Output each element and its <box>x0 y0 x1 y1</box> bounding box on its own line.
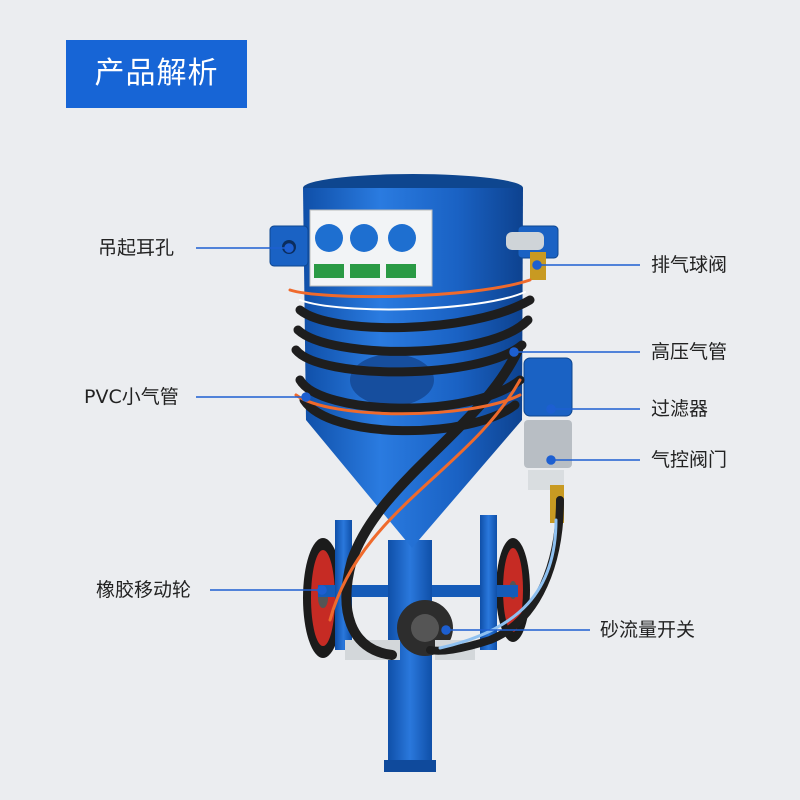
callout-pvc-air-tube: PVC小气管 <box>84 386 179 408</box>
callout-sand-flow-switch: 砂流量开关 <box>600 619 696 641</box>
callout-exhaust-ball-valve: 排气球阀 <box>651 254 728 276</box>
callout-rubber-wheel: 橡胶移动轮 <box>96 579 192 601</box>
callout-pneumatic-valve: 气控阀门 <box>651 449 728 471</box>
callout-high-pressure-hose: 高压气管 <box>651 341 728 363</box>
page-title: 产品解析 <box>66 40 247 108</box>
callout-lifting-ear-hole: 吊起耳孔 <box>98 237 175 259</box>
callout-filter: 过滤器 <box>651 398 709 420</box>
leader-lines <box>196 243 640 635</box>
hoses <box>288 278 564 660</box>
filter-unit <box>523 357 573 523</box>
